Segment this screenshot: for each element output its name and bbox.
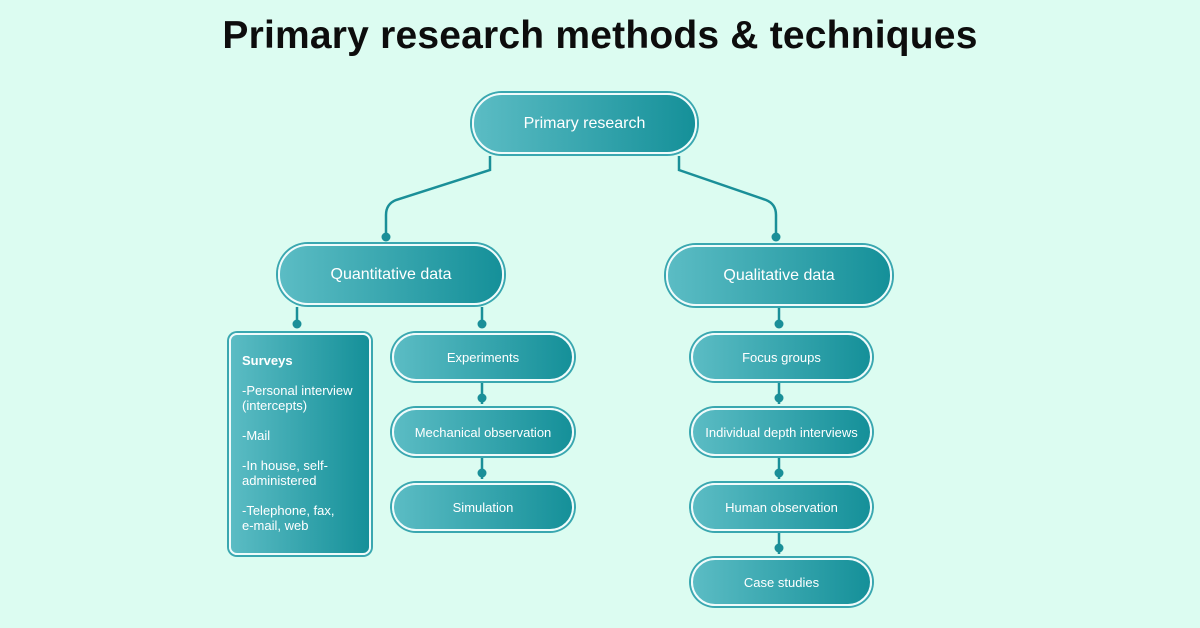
surveys-item: -Telephone, fax, e-mail, web [242, 503, 335, 533]
page-title: Primary research methods & techniques [222, 14, 978, 57]
node-experiments: Experiments [392, 333, 574, 381]
surveys-item: -Personal interview (intercepts) [242, 383, 353, 413]
node-focus-groups: Focus groups [691, 333, 872, 381]
connector-dot [774, 393, 784, 403]
surveys-heading: Surveys [242, 353, 293, 368]
node-primary-research: Primary research [472, 93, 697, 154]
surveys-item: -Mail [242, 428, 271, 443]
connector-dot [477, 393, 487, 403]
connector-dot [771, 232, 781, 242]
connector-root-to-quantitative [384, 156, 492, 237]
surveys-item: -In house, self- administered [242, 458, 328, 488]
connector-dot [477, 319, 487, 329]
node-case-studies: Case studies [691, 558, 872, 606]
connector-root-to-qualitative [677, 156, 778, 237]
connector-dot [774, 468, 784, 478]
node-surveys: Surveys -Personal interview (intercepts)… [229, 333, 371, 555]
node-quantitative-data: Quantitative data [278, 244, 504, 305]
node-simulation: Simulation [392, 483, 574, 531]
node-human-observation: Human observation [691, 483, 872, 531]
connector-dot [381, 232, 391, 242]
node-qualitative-data: Qualitative data [666, 245, 892, 306]
connector-dot [774, 543, 784, 553]
node-individual-depth-interviews: Individual depth interviews [691, 408, 872, 456]
node-mechanical-observation: Mechanical observation [392, 408, 574, 456]
connector-dot [774, 319, 784, 329]
connector-dot [477, 468, 487, 478]
connector-dot [292, 319, 302, 329]
